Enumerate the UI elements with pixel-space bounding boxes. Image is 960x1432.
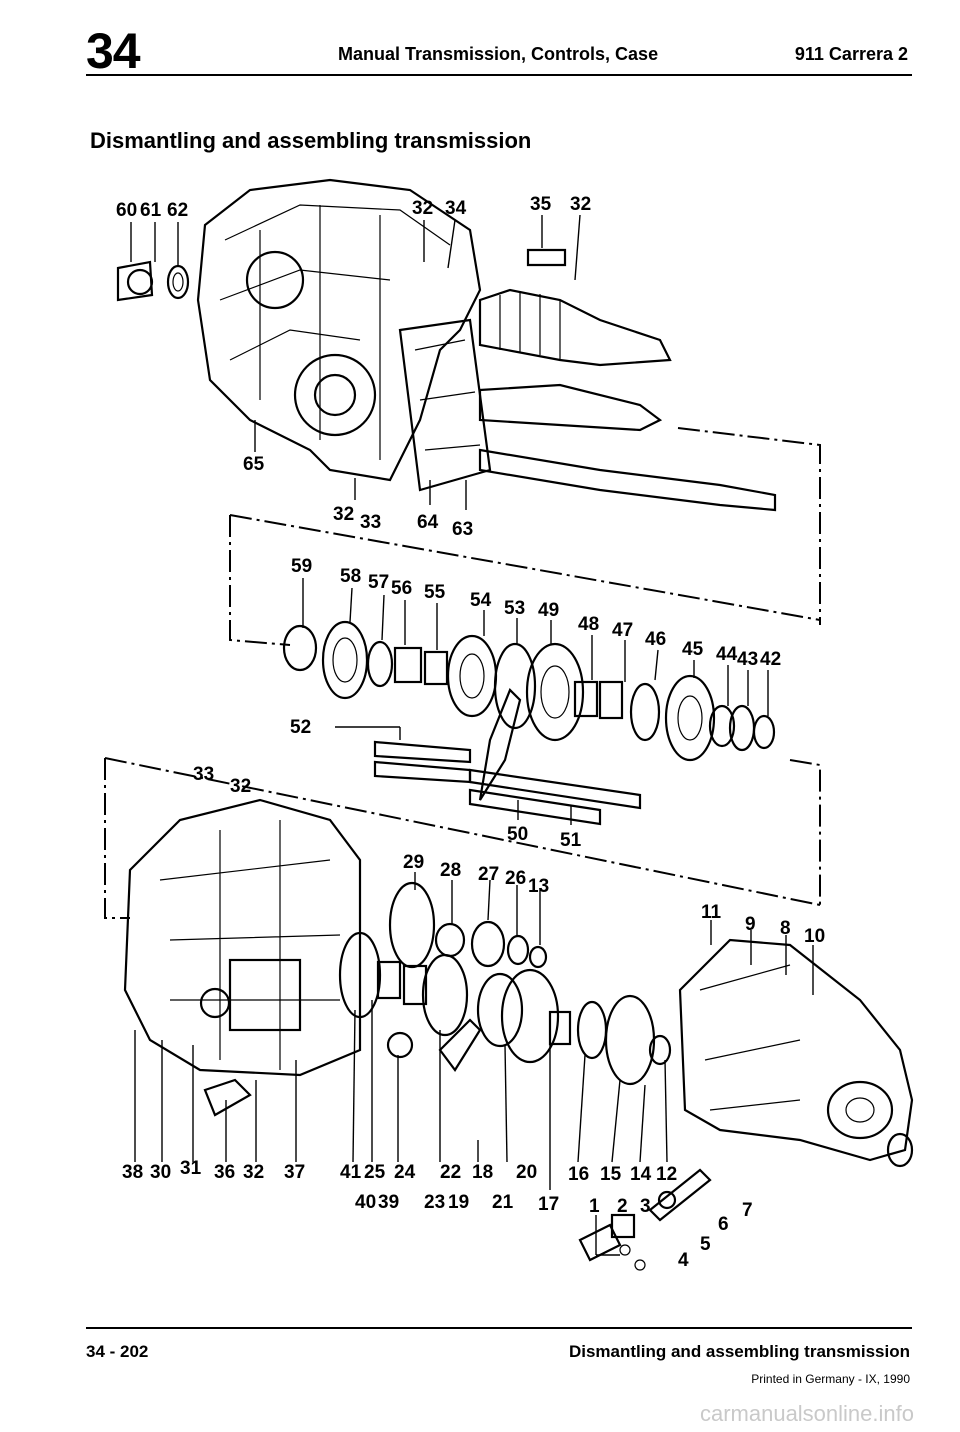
callout-10: 10 — [804, 926, 825, 947]
callout-57: 57 — [368, 572, 389, 593]
intermediate-case — [123, 798, 362, 1077]
callout-35: 35 — [530, 194, 552, 215]
watermark: carmanualsonline.info — [699, 1401, 914, 1426]
callout-58: 58 — [340, 566, 361, 587]
callout-18: 18 — [472, 1162, 493, 1183]
callout-55: 55 — [424, 582, 446, 603]
callout-34: 34 — [445, 198, 467, 219]
callout-59: 59 — [291, 556, 312, 577]
input-shafts — [478, 288, 777, 512]
callout-12: 12 — [656, 1164, 677, 1185]
part-35 — [526, 248, 567, 267]
callout-47: 47 — [612, 620, 633, 641]
callout-38: 38 — [122, 1162, 143, 1183]
header-rule — [86, 74, 912, 76]
callout-21: 21 — [492, 1192, 514, 1213]
frame-upper — [229, 427, 821, 646]
callout-39: 39 — [378, 1192, 399, 1213]
callout-33: 33 — [360, 512, 381, 533]
callout-53: 53 — [504, 598, 525, 619]
callout-27: 27 — [478, 864, 499, 885]
callout-60: 60 — [116, 200, 137, 221]
callout-48: 48 — [578, 614, 599, 635]
footer-rule — [86, 1327, 912, 1329]
callout-28: 28 — [440, 860, 461, 881]
callout-32: 32 — [230, 776, 251, 797]
page-number: 34 - 202 — [86, 1342, 149, 1361]
callout-11: 11 — [701, 902, 722, 923]
callout-4: 4 — [678, 1250, 689, 1271]
callout-29: 29 — [403, 852, 424, 873]
header-model: 911 Carrera 2 — [794, 44, 908, 64]
callout-25: 25 — [364, 1162, 386, 1183]
shift-rails — [373, 688, 642, 826]
callout-46: 46 — [645, 629, 666, 650]
callout-20: 20 — [516, 1162, 537, 1183]
callout-17: 17 — [538, 1194, 559, 1215]
lower-gears — [338, 881, 672, 1086]
callout-40: 40 — [355, 1192, 376, 1213]
callout-8: 8 — [780, 918, 791, 939]
callout-6: 6 — [718, 1214, 729, 1235]
callout-19: 19 — [448, 1192, 469, 1213]
callout-43: 43 — [737, 649, 758, 670]
callout-37: 37 — [284, 1162, 305, 1183]
footer-section-title: Dismantling and assembling transmission — [568, 1342, 910, 1361]
callout-50: 50 — [507, 824, 528, 845]
callout-23: 23 — [424, 1192, 445, 1213]
callout-22: 22 — [440, 1162, 461, 1183]
callout-36: 36 — [214, 1162, 235, 1183]
section-title: Dismantling and assembling transmission — [90, 128, 532, 153]
callout-32: 32 — [570, 194, 591, 215]
callout-1: 1 — [589, 1196, 600, 1217]
callout-42: 42 — [760, 649, 781, 670]
callout-61: 61 — [140, 200, 162, 221]
callout-2: 2 — [617, 1196, 628, 1217]
callout-49: 49 — [538, 600, 559, 621]
callout-32: 32 — [243, 1162, 264, 1183]
callout-30: 30 — [150, 1162, 171, 1183]
callout-14: 14 — [630, 1164, 652, 1185]
callout-5: 5 — [700, 1234, 711, 1255]
callout-labels: 60 61 62 32 34 35 32 65 32 33 64 63 59 5… — [116, 194, 825, 1271]
callout-7: 7 — [742, 1200, 753, 1221]
print-note: Printed in Germany - IX, 1990 — [751, 1372, 910, 1386]
callout-65: 65 — [243, 454, 265, 475]
callout-41: 41 — [340, 1162, 362, 1183]
callout-45: 45 — [682, 639, 704, 660]
leader-lines — [130, 214, 814, 1256]
callout-62: 62 — [167, 200, 188, 221]
callout-16: 16 — [568, 1164, 589, 1185]
header-title: Manual Transmission, Controls, Case — [338, 44, 659, 64]
rear-housing — [678, 938, 914, 1168]
callout-31: 31 — [180, 1158, 202, 1179]
frame-lower — [104, 757, 821, 919]
main-housing-assembly — [196, 178, 492, 492]
callout-54: 54 — [470, 590, 492, 611]
callout-52: 52 — [290, 717, 311, 738]
callout-33: 33 — [193, 764, 214, 785]
parts-60-62 — [116, 260, 190, 302]
callout-64: 64 — [417, 512, 439, 533]
callout-63: 63 — [452, 519, 473, 540]
small-parts — [203, 1078, 712, 1271]
callout-24: 24 — [394, 1162, 416, 1183]
callout-44: 44 — [716, 644, 738, 665]
callout-9: 9 — [745, 914, 756, 935]
callout-3: 3 — [640, 1196, 651, 1217]
section-number: 34 — [86, 23, 141, 79]
callout-32: 32 — [412, 198, 433, 219]
callout-51: 51 — [560, 830, 582, 851]
gear-cluster — [282, 620, 776, 762]
callout-13: 13 — [528, 876, 549, 897]
callout-32: 32 — [333, 504, 354, 525]
callout-15: 15 — [600, 1164, 622, 1185]
callout-56: 56 — [391, 578, 412, 599]
callout-26: 26 — [505, 868, 526, 889]
